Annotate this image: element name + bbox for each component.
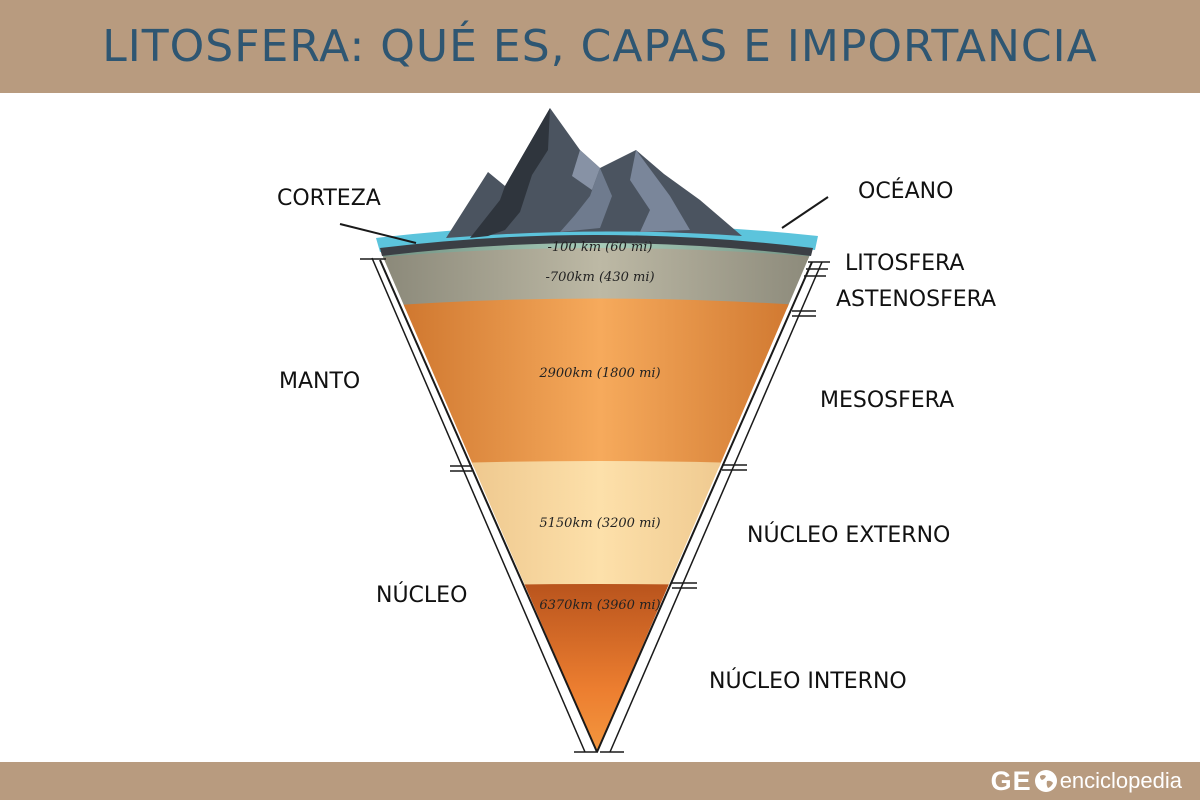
label-manto: MANTO: [279, 369, 360, 394]
tick-marks: [360, 258, 830, 753]
depth-astenosfera: -700km (430 mi): [545, 270, 654, 285]
left-bracket-line: [371, 257, 586, 753]
label-nucleo-interno: NÚCLEO INTERNO: [709, 668, 907, 694]
header-bar: LITOSFERA: QUÉ ES, CAPAS E IMPORTANCIA: [0, 0, 1200, 93]
right-bracket-line: [609, 261, 823, 753]
label-litosfera: LITOSFERA: [845, 251, 964, 276]
layer-mesosfera: [380, 298, 812, 472]
geoenciclopedia-logo: GE enciclopedia: [991, 762, 1182, 800]
depth-nucleo-externo: 5150km (3200 mi): [539, 516, 660, 531]
cone-left-edge: [379, 259, 598, 753]
crust-layer: [380, 235, 813, 256]
mountain-group: [446, 108, 742, 238]
label-astenosfera: ASTENOSFERA: [836, 287, 996, 312]
label-mesosfera: MESOSFERA: [820, 388, 954, 413]
page-title: LITOSFERA: QUÉ ES, CAPAS E IMPORTANCIA: [102, 21, 1098, 72]
label-nucleo-externo: NÚCLEO EXTERNO: [747, 522, 950, 548]
logo-geo-text: GE: [990, 765, 1032, 796]
label-oceano: OCÉANO: [858, 178, 953, 204]
layer-astenosfera: [380, 248, 812, 312]
label-nucleo: NÚCLEO: [376, 582, 467, 608]
cone-right-edge: [596, 261, 813, 753]
depth-litosfera: -100 km (60 mi): [548, 240, 653, 255]
logo-enciclopedia-text: enciclopedia: [1059, 768, 1182, 793]
oceano-pointer: [781, 196, 829, 229]
label-corteza: CORTEZA: [277, 186, 381, 211]
depth-nucleo-interno: 6370km (3960 mi): [539, 598, 660, 613]
corteza-pointer: [339, 223, 417, 244]
globe-icon: [1034, 769, 1058, 793]
depth-mesosfera: 2900km (1800 mi): [538, 366, 660, 381]
footer-bar: GE enciclopedia: [0, 762, 1200, 800]
